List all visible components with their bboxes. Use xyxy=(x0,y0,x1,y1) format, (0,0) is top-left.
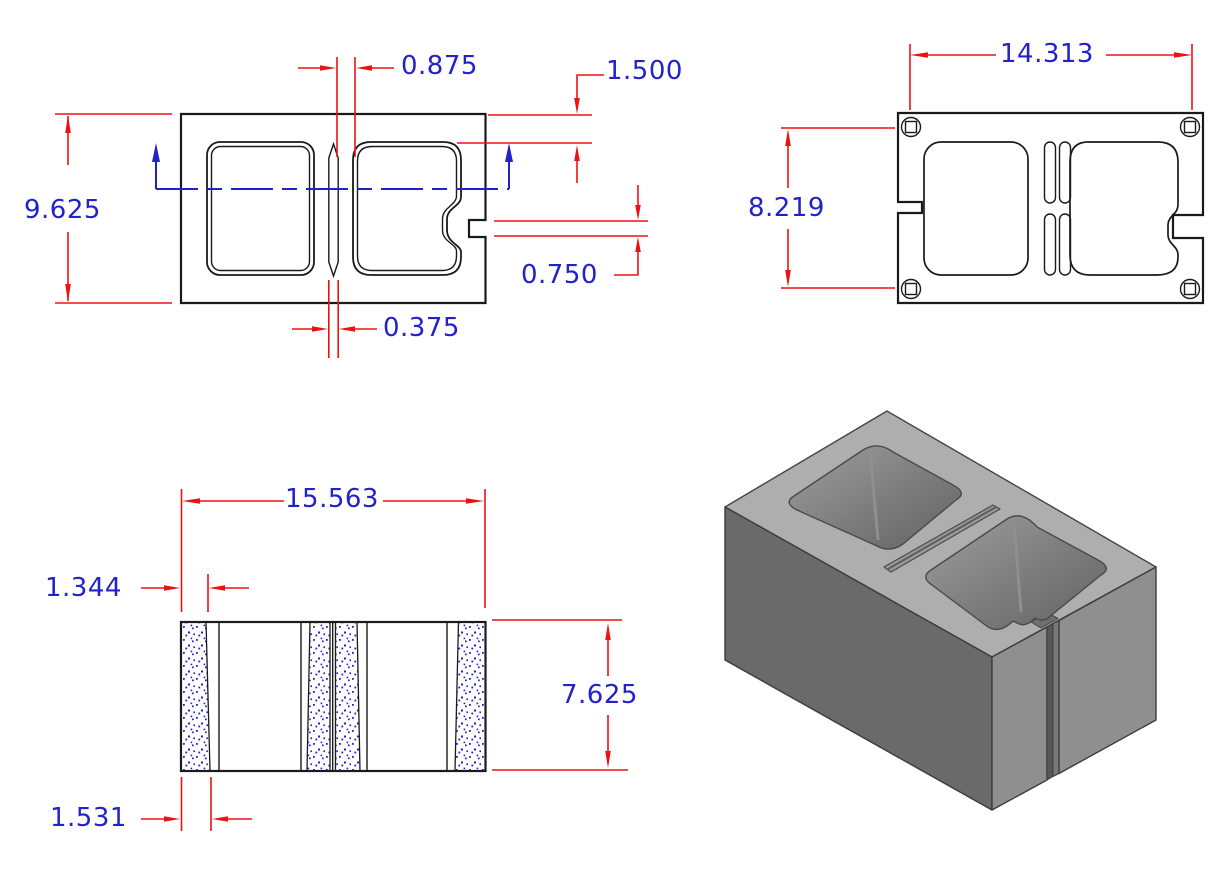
view-top-section xyxy=(55,57,648,358)
view-section-aa xyxy=(141,489,628,831)
left-cell-inner xyxy=(210,145,311,272)
dim-label-web-width: 0.875 xyxy=(401,51,478,81)
section-arrow-left xyxy=(152,143,160,162)
iso-left-hole-edge xyxy=(868,448,880,541)
center-slot xyxy=(328,141,339,279)
iso-right-cell-hole xyxy=(925,515,1107,631)
right-cell-outer xyxy=(352,141,462,276)
corner-marks xyxy=(900,116,1201,300)
dim-1-500 xyxy=(457,74,604,183)
right-cell-inner xyxy=(356,145,458,272)
dim-label-core-width: 14.313 xyxy=(1000,39,1094,69)
dim-label-slot: 0.375 xyxy=(383,313,460,343)
dim-label-shell-top: 1.344 xyxy=(45,573,122,603)
dim-label-core-height: 8.219 xyxy=(748,193,825,223)
dim-label-shell-bottom: 1.531 xyxy=(50,803,127,833)
dim-9-625 xyxy=(55,113,172,304)
right-core xyxy=(1069,141,1179,276)
block-outline-bottom xyxy=(896,111,1205,305)
dim-0-750 xyxy=(494,185,648,276)
left-cell-outer xyxy=(206,141,315,276)
section-arrow-right xyxy=(505,143,513,162)
iso-end-column-face xyxy=(1058,566,1157,775)
dim-15-563 xyxy=(180,489,486,612)
iso-groove-face xyxy=(1046,623,1054,781)
dim-7-625 xyxy=(492,619,628,771)
section-inner-lines xyxy=(218,622,448,771)
view-isometric xyxy=(724,410,1157,811)
block-outline xyxy=(179,112,487,305)
section-cutting-plane xyxy=(152,143,513,190)
dim-label-face-shell: 1.500 xyxy=(606,56,683,86)
dim-1-531 xyxy=(141,777,252,831)
dim-label-notch: 0.750 xyxy=(521,260,598,290)
dim-8-219 xyxy=(781,127,895,289)
view-bottom-face xyxy=(781,44,1205,305)
web-finger-slots xyxy=(1043,141,1072,276)
iso-web-slot-shadow xyxy=(887,506,997,570)
dim-14-313 xyxy=(909,44,1193,110)
section-hatch xyxy=(180,621,487,772)
dim-0-375 xyxy=(292,280,377,358)
iso-right-face xyxy=(991,626,1048,811)
dim-label-height-7625: 7.625 xyxy=(561,680,638,710)
left-core xyxy=(923,141,1029,276)
dim-0-875 xyxy=(298,57,394,157)
dim-1-344 xyxy=(141,574,249,612)
iso-groove-wall xyxy=(1052,620,1060,777)
dim-label-height-9625: 9.625 xyxy=(24,195,101,225)
iso-right-hole-edge xyxy=(1012,520,1023,613)
dim-label-width-15563: 15.563 xyxy=(285,484,379,514)
